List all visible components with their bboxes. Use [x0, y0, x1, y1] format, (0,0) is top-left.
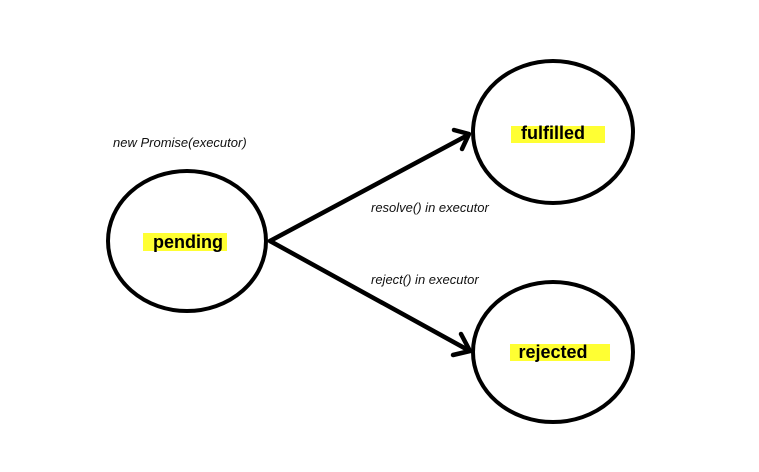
- state-fulfilled-label: fulfilled: [521, 123, 585, 143]
- state-rejected-label: rejected: [518, 342, 587, 362]
- resolve-label: resolve() in executor: [371, 200, 489, 215]
- initial-label: new Promise(executor): [113, 135, 247, 150]
- state-rejected-highlight: [510, 344, 610, 361]
- state-pending-label: pending: [153, 232, 223, 252]
- transition-arrows: [267, 127, 473, 358]
- state-fulfilled: fulfilled: [471, 59, 635, 205]
- reject-arrowhead: [450, 331, 473, 358]
- reject-arrow-line: [267, 238, 471, 353]
- reject-label: reject() in executor: [371, 272, 479, 287]
- resolve-arrowhead: [451, 127, 472, 152]
- state-pending-highlight: [143, 233, 227, 251]
- state-rejected: rejected: [471, 280, 635, 424]
- resolve-arrow-line: [267, 132, 471, 244]
- state-fulfilled-highlight: [511, 126, 605, 143]
- state-pending: pending: [106, 169, 268, 313]
